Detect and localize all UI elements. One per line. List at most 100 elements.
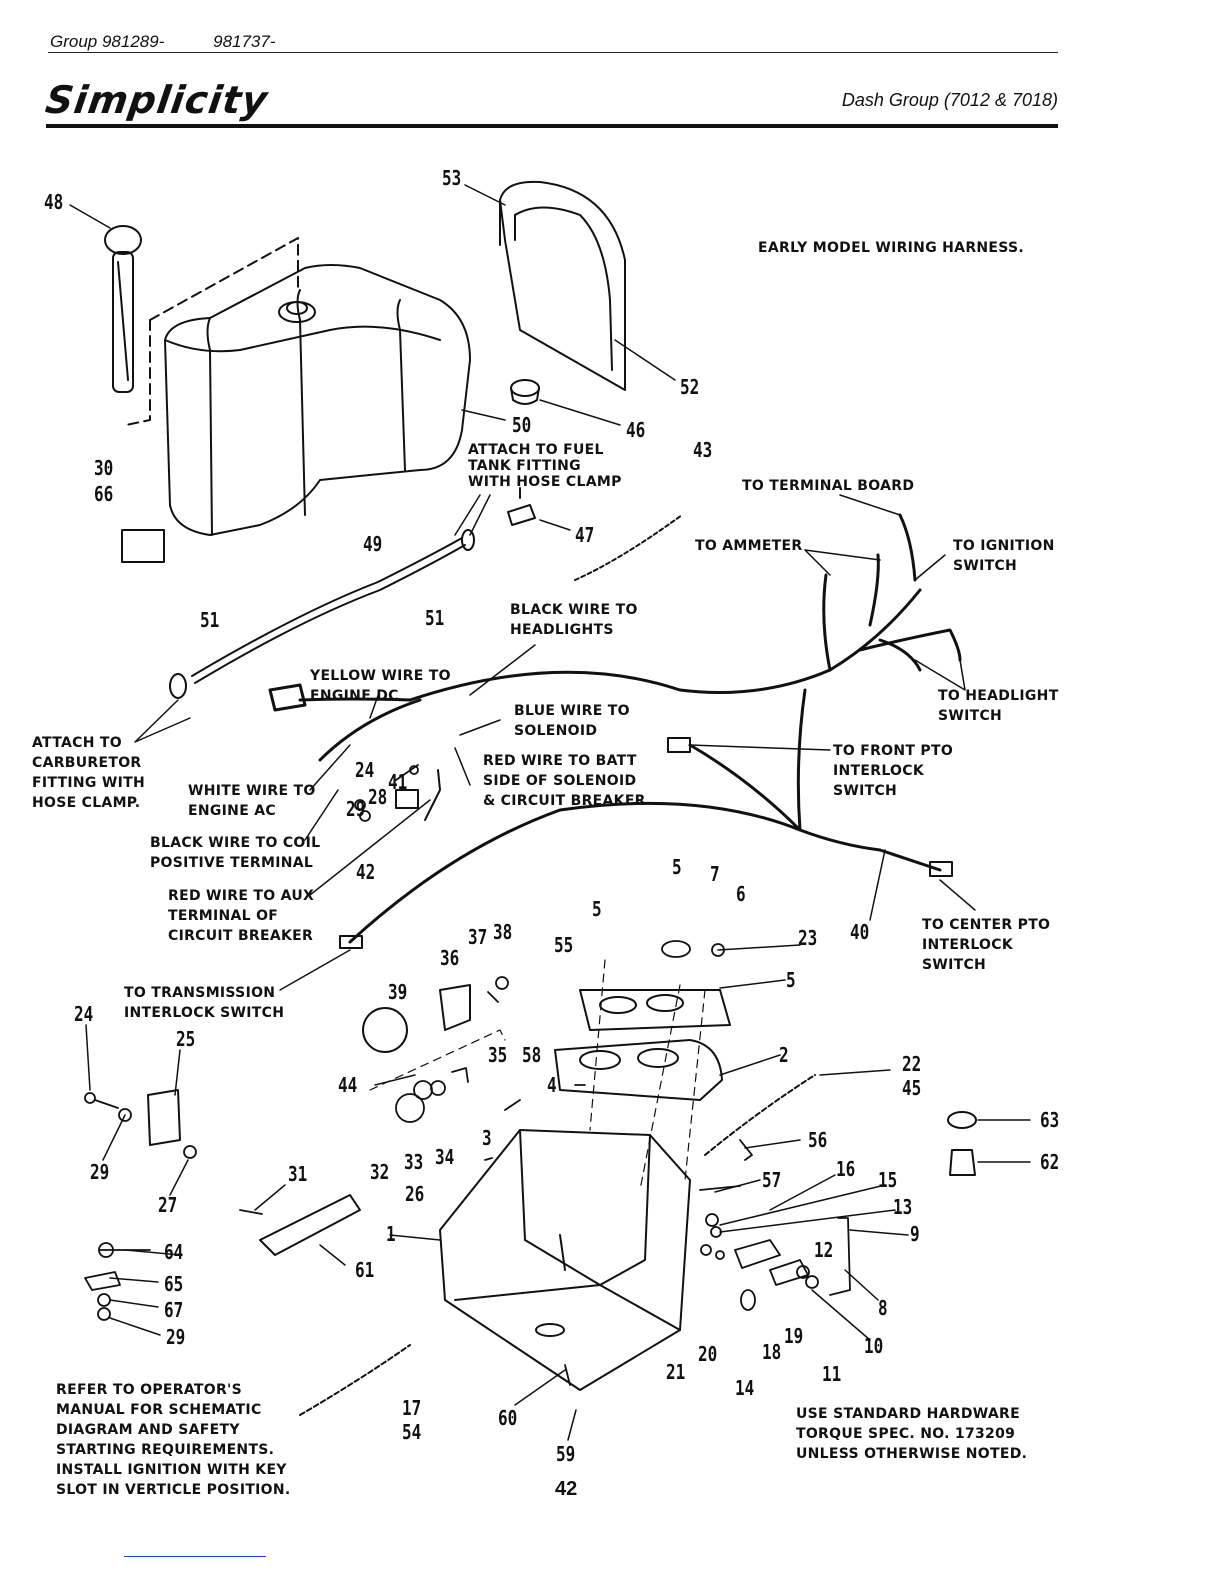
part-number: 28 — [368, 785, 388, 809]
group-number-left: Group 981289- — [50, 32, 165, 51]
label-attach-carb: ATTACH TO CARBURETOR FITTING WITH HOSE C… — [32, 735, 146, 811]
label-to-headlight-switch: TO HEADLIGHT SWITCH — [938, 688, 1059, 724]
connector-block — [121, 529, 165, 563]
part-number: 56 — [808, 1128, 828, 1152]
label-blue-solenoid: BLUE WIRE TO SOLENOID — [514, 703, 630, 739]
part-number: 55 — [554, 933, 574, 957]
part-number: 13 — [893, 1195, 913, 1219]
part-number: 36 — [440, 946, 460, 970]
part-number: 21 — [666, 1360, 686, 1384]
part-number: 29 — [90, 1160, 110, 1184]
part-number: 43 — [693, 438, 713, 462]
group-number-right: 981737- — [213, 32, 276, 51]
part-number: 24 — [355, 758, 375, 782]
center-pto-connector — [929, 861, 953, 877]
part-number: 18 — [762, 1340, 782, 1364]
part-number: 23 — [798, 926, 818, 950]
assembly-guide-lines — [369, 959, 706, 1191]
part-number: 5 — [592, 897, 602, 921]
label-to-front-pto: TO FRONT PTO INTERLOCK SWITCH — [833, 743, 954, 799]
part-number: 50 — [512, 413, 532, 437]
fuel-hose — [191, 537, 466, 684]
label-red-aux: RED WIRE TO AUX TERMINAL OF CIRCUIT BREA… — [168, 888, 315, 944]
label-red-batt: RED WIRE TO BATT SIDE OF SOLENOID & CIRC… — [483, 753, 646, 809]
part-number: 17 — [402, 1396, 422, 1420]
front-pto-connector — [667, 737, 691, 753]
part-number: 25 — [176, 1027, 196, 1051]
tank-strap — [499, 180, 626, 391]
part-number: 14 — [735, 1376, 755, 1400]
part-number: 1 — [386, 1222, 396, 1246]
part-number: 16 — [836, 1157, 856, 1181]
part-number: 59 — [556, 1442, 576, 1466]
part-number: 51 — [425, 606, 445, 630]
circuit-breaker — [395, 789, 419, 809]
ammeter-gauge — [362, 1007, 408, 1053]
dash-panel — [554, 989, 731, 1101]
label-to-center-pto: TO CENTER PTO INTERLOCK SWITCH — [922, 917, 1051, 973]
part-number: 46 — [626, 418, 646, 442]
part-number: 44 — [338, 1073, 358, 1097]
label-white-engine: WHITE WIRE TO ENGINE AC — [188, 783, 316, 819]
hardware-parts — [84, 764, 851, 1386]
part-number: 60 — [498, 1406, 518, 1430]
transmission-connector — [339, 935, 363, 949]
label-refer-operator: REFER TO OPERATOR'S MANUAL FOR SCHEMATIC… — [56, 1382, 291, 1498]
part-number: 54 — [402, 1420, 422, 1444]
part-number: 11 — [822, 1362, 842, 1386]
grommet — [510, 379, 540, 405]
part-number: 15 — [878, 1168, 898, 1192]
part-number: 8 — [878, 1296, 888, 1320]
pto-switch — [949, 1149, 976, 1176]
label-black-headlights: BLACK WIRE TO HEADLIGHTS — [510, 602, 638, 638]
part-number: 41 — [388, 770, 408, 794]
label-early-model: EARLY MODEL WIRING HARNESS. — [758, 240, 1025, 256]
label-to-ignition: TO IGNITION SWITCH — [953, 538, 1055, 574]
part-number: 32 — [370, 1160, 390, 1184]
part-number: 20 — [698, 1342, 718, 1366]
part-number: 45 — [902, 1076, 922, 1100]
part-number: 31 — [288, 1162, 308, 1186]
part-number: 40 — [850, 920, 870, 944]
part-number: 12 — [814, 1238, 834, 1262]
part-number: 30 — [94, 456, 114, 480]
fuel-gauge-sender — [104, 225, 142, 393]
mounting-bracket — [259, 1194, 361, 1256]
ignition-switch — [439, 984, 471, 1031]
part-number: 27 — [158, 1193, 178, 1217]
part-number: 24 — [74, 1002, 94, 1026]
part-number: 29 — [346, 797, 366, 821]
choke-cable — [299, 1344, 411, 1416]
label-to-terminal-board: TO TERMINAL BOARD — [742, 478, 915, 494]
label-attach-fuel: ATTACH TO FUEL TANK FITTING WITH HOSE CL… — [468, 442, 622, 490]
part-number: 57 — [762, 1168, 782, 1192]
part-number: 34 — [435, 1145, 455, 1169]
label-to-transmission: TO TRANSMISSION INTERLOCK SWITCH — [124, 985, 285, 1021]
part-number: 6 — [736, 882, 746, 906]
part-number: 35 — [488, 1043, 508, 1067]
part-number: 52 — [680, 375, 700, 399]
part-number: 49 — [363, 532, 383, 556]
aux-wire — [424, 769, 441, 821]
page-title: Dash Group (7012 & 7018) — [841, 90, 1058, 110]
part-number: 9 — [910, 1222, 920, 1246]
part-number: 33 — [404, 1150, 424, 1174]
label-to-ammeter: TO AMMETER — [695, 538, 803, 554]
label-yellow-engine: YELLOW WIRE TO ENGINE DC — [310, 668, 451, 704]
page-number: 42 — [555, 1478, 578, 1500]
terminal-plate — [147, 1089, 181, 1146]
header-rule-thick — [46, 124, 1058, 128]
part-number: 37 — [468, 925, 488, 949]
part-number: 47 — [575, 523, 595, 547]
dash-housing — [439, 1129, 691, 1391]
part-number: 63 — [1040, 1108, 1060, 1132]
hose-clamp-icon — [169, 673, 187, 699]
part-number: 22 — [902, 1052, 922, 1076]
part-number: 67 — [164, 1298, 184, 1322]
nut-icon — [947, 1111, 977, 1129]
part-number: 4 — [547, 1073, 557, 1097]
part-number: 10 — [864, 1334, 884, 1358]
part-number: 2 — [779, 1043, 789, 1067]
fuel-fitting — [507, 487, 536, 526]
